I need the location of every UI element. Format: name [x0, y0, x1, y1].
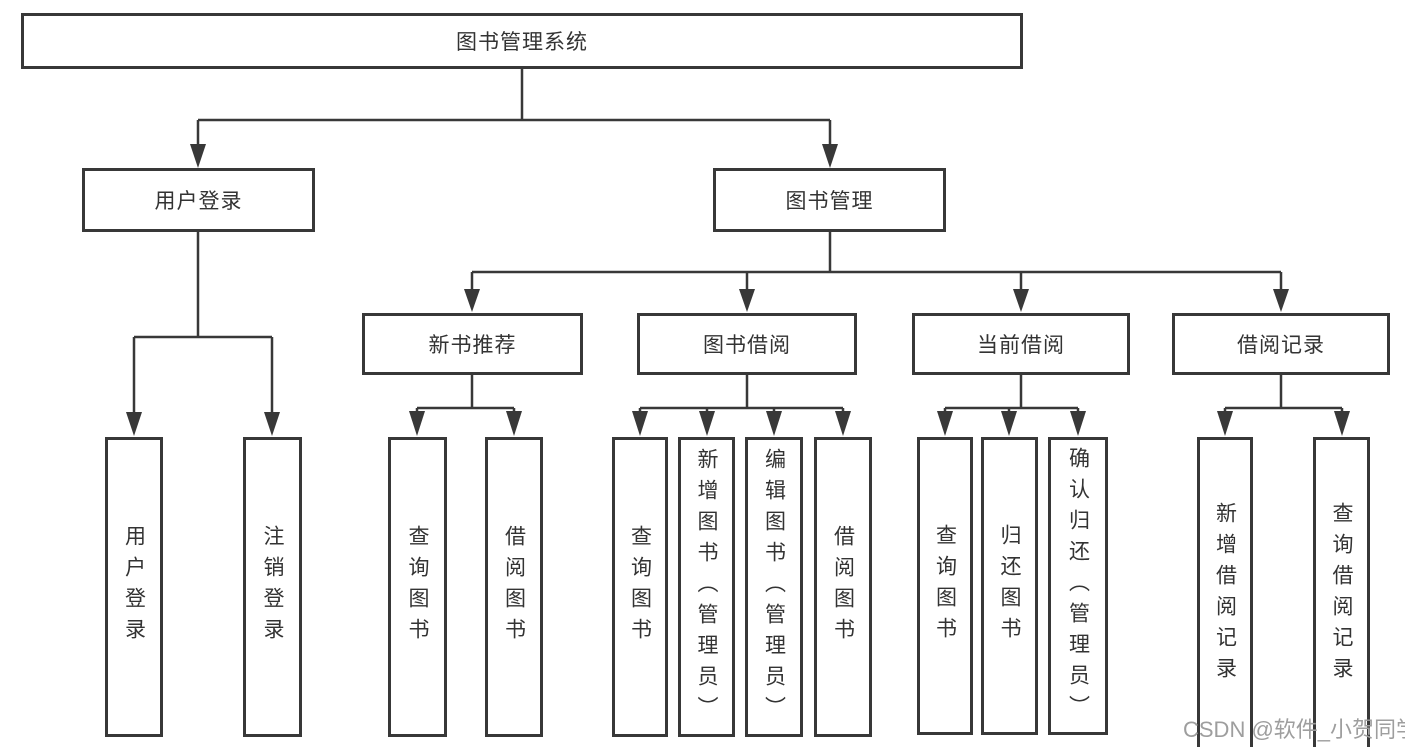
leaf-add-borrow-record-label: 新增借阅记录 [1213, 502, 1237, 688]
node-book-borrow: 图书借阅 [637, 313, 857, 375]
leaf-logout-login: 注销登录 [243, 437, 302, 737]
leaf-query-books-borrow: 查询图书 [612, 437, 668, 737]
node-root-library-system: 图书管理系统 [21, 13, 1023, 69]
leaf-add-books-admin-label: 新增图书（管理员） [695, 447, 718, 727]
node-user-login: 用户登录 [82, 168, 315, 232]
node-book-borrow-label: 图书借阅 [703, 334, 791, 357]
leaf-edit-books-admin-label: 编辑图书（管理员） [762, 447, 786, 727]
node-borrow-records: 借阅记录 [1172, 313, 1390, 375]
leaf-query-books-current-label: 查询图书 [933, 524, 957, 648]
leaf-query-books-recommend: 查询图书 [388, 437, 447, 737]
leaf-query-books-current: 查询图书 [917, 437, 973, 735]
leaf-query-books-borrow-label: 查询图书 [628, 525, 652, 649]
leaf-query-borrow-record-label: 查询借阅记录 [1330, 502, 1353, 688]
leaf-borrow-books: 借阅图书 [814, 437, 872, 737]
node-user-login-label: 用户登录 [154, 190, 243, 213]
leaf-borrow-books-recommend: 借阅图书 [485, 437, 543, 737]
node-current-borrow-label: 当前借阅 [977, 334, 1065, 357]
node-current-borrow: 当前借阅 [912, 313, 1130, 375]
leaf-user-login: 用户登录 [105, 437, 163, 737]
leaf-edit-books-admin: 编辑图书（管理员） [745, 437, 803, 737]
leaf-query-books-recommend-label: 查询图书 [406, 525, 429, 649]
leaf-add-borrow-record: 新增借阅记录 [1197, 437, 1253, 747]
leaf-return-books-label: 归还图书 [998, 524, 1021, 648]
csdn-watermark: CSDN @软件_小贺同学 [1183, 717, 1405, 742]
leaf-query-borrow-record: 查询借阅记录 [1313, 437, 1370, 747]
leaf-confirm-return-admin: 确认归还（管理员） [1048, 437, 1108, 735]
node-book-management-label: 图书管理 [785, 190, 874, 213]
node-root-label: 图书管理系统 [456, 31, 588, 54]
leaf-borrow-books-recommend-label: 借阅图书 [502, 525, 526, 649]
leaf-logout-login-label: 注销登录 [261, 525, 284, 649]
leaf-user-login-label: 用户登录 [122, 525, 146, 649]
node-new-book-recommend: 新书推荐 [362, 313, 583, 375]
node-borrow-records-label: 借阅记录 [1237, 334, 1325, 357]
node-book-management: 图书管理 [713, 168, 946, 232]
leaf-borrow-books-label: 借阅图书 [831, 525, 855, 649]
leaf-return-books: 归还图书 [981, 437, 1038, 735]
leaf-confirm-return-admin-label: 确认归还（管理员） [1066, 446, 1090, 726]
leaf-add-books-admin: 新增图书（管理员） [678, 437, 735, 737]
node-new-book-recommend-label: 新书推荐 [428, 334, 517, 357]
